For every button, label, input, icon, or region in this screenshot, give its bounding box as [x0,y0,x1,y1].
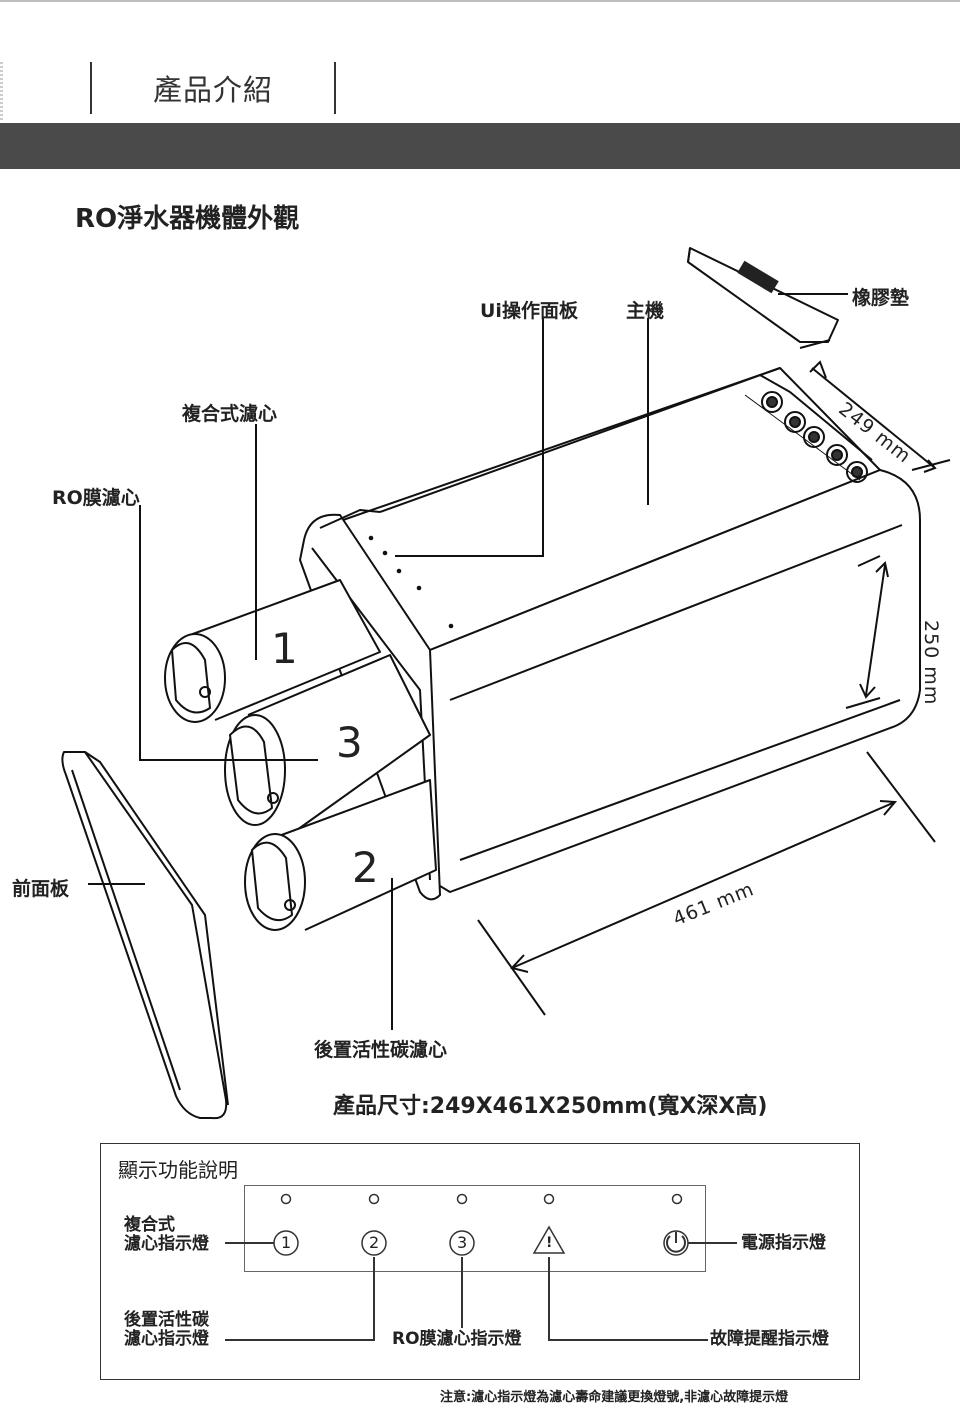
product-size: 產品尺寸:249X461X250mm(寬X深X高) [333,1094,768,1119]
main-body-side [429,469,921,893]
page-subtitle: RO淨水器機體外觀 [75,204,300,234]
left-stripe [0,62,3,122]
composite-indicator-line1: 複合式 [124,1215,175,1235]
ro-indicator-label: RO膜濾心指示燈 [392,1329,522,1349]
filter-number-1: 1 [271,624,298,673]
power-indicator-label: 電源指示燈 [741,1233,826,1253]
filter-2-drawing [244,779,437,931]
filter-1-drawing [164,579,381,723]
section-header: 產品介紹 [90,62,336,114]
composite-indicator-line2: 濾心指示燈 [124,1234,209,1254]
product-diagram [61,247,951,1120]
label-rubber-pad: 橡膠墊 [852,287,910,309]
label-ui-panel: Ui操作面板 [480,300,578,322]
filter-number-3: 3 [336,718,363,767]
fault-indicator-label: 故障提醒指示燈 [710,1329,829,1349]
dimension-lines [477,339,951,1016]
filter-3-drawing [224,654,431,836]
label-post-carbon-filter: 後置活性碳濾心 [314,1039,448,1061]
section-title: 產品介紹 [152,73,273,107]
indicator-3-button: 3 [457,1233,468,1252]
leader-lines [88,293,848,1030]
display-panel [100,1143,860,1380]
front-panel-drawing [61,751,229,1120]
label-composite-filter: 複合式濾心 [182,403,278,425]
ui-panel-box [244,1185,706,1272]
warning-icon: ! [546,1235,553,1251]
top-divider [0,0,960,2]
indicator-2-button: 2 [369,1233,380,1252]
label-ro-filter: RO膜濾心 [52,487,140,509]
indicator-1-button: 1 [281,1233,292,1252]
filter-number-2: 2 [352,843,379,892]
post-carbon-indicator-line2: 濾心指示燈 [124,1329,209,1349]
rubber-pad-drawing [687,247,839,343]
ports [744,374,873,483]
post-carbon-indicator-line1: 後置活性碳 [124,1310,209,1330]
header-bar [0,123,960,169]
ui-dots [368,535,454,629]
label-front-panel: 前面板 [12,878,70,900]
display-panel-title: 顯示功能說明 [118,1158,238,1182]
label-main-unit: 主機 [626,300,665,322]
footnote: 注意:濾心指示燈為濾心壽命建議更換燈號,非濾心故障提示燈 [440,1390,789,1405]
